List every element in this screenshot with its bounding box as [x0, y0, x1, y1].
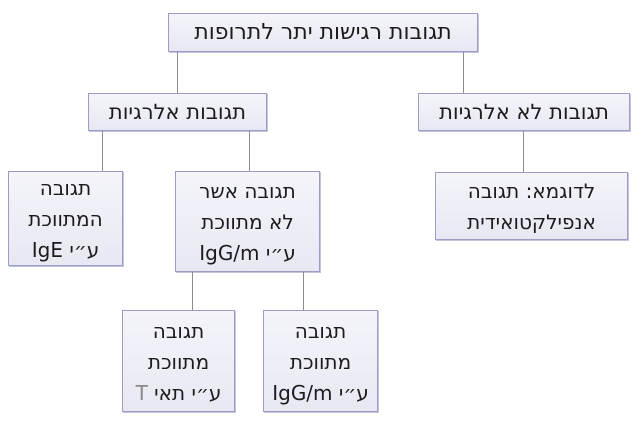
node-anaphylactoid-example: לדוגמא: תגובה אנפילקטואידית: [435, 172, 628, 240]
node-t-cell-line3-prefix: ע״י תאי: [154, 381, 222, 405]
node-t-cell-mediated-reaction: תגובה מתווכת ע״י תאי T: [122, 310, 235, 412]
node-ige-line1: תגובה: [39, 176, 92, 200]
node-t-cell-line3-t-letter: T: [135, 381, 148, 405]
node-anaphylactoid-line1: לדוגמא: תגובה: [467, 179, 596, 203]
connector-allergic-not-ig: [249, 131, 250, 171]
node-not-ig-line1: תגובה אשר: [199, 179, 296, 203]
connector-non-allergic-anaphylactoid: [523, 131, 524, 172]
node-non-allergic-label: תגובות לא אלרגיות: [439, 100, 609, 124]
node-allergic-label: תגובות אלרגיות: [108, 100, 247, 124]
node-root-label: תגובות רגישות יתר לתרופות: [194, 20, 452, 45]
node-allergic-reactions: תגובות אלרגיות: [88, 93, 267, 131]
node-igg-line1: תגובה: [294, 319, 347, 343]
connector-root-allergic: [177, 52, 178, 93]
node-igg-line2: מתווכת: [289, 350, 352, 374]
node-ige-mediated-reaction: תגובה המתווכת ע״י IgE: [8, 171, 123, 266]
node-t-cell-line3: ע״י תאי T: [123, 378, 234, 409]
node-ige-line3: ע״י IgE: [31, 238, 100, 262]
node-not-ig-mediated-reaction: תגובה אשר לא מתווכת ע״י IgG/m: [175, 171, 320, 272]
node-root-hypersensitivity: תגובות רגישות יתר לתרופות: [168, 13, 478, 52]
node-anaphylactoid-line2: אנפילקטואידית: [467, 210, 596, 234]
node-not-ig-line3: ע״י IgG/m: [199, 241, 296, 265]
node-non-allergic-reactions: תגובות לא אלרגיות: [418, 93, 630, 131]
connector-allergic-ige: [102, 131, 103, 171]
node-not-ig-line2: לא מתווכת: [201, 210, 294, 234]
node-igg-line3: ע״י IgG/m: [272, 381, 369, 405]
node-t-cell-line2: מתווכת: [147, 350, 210, 374]
node-t-cell-line1: תגובה: [152, 319, 205, 343]
connector-not-ig-igg: [303, 272, 304, 310]
node-igg-mediated-reaction: תגובה מתווכת ע״י IgG/m: [263, 310, 378, 412]
connector-not-ig-t-cell: [192, 272, 193, 310]
connector-root-non-allergic: [463, 52, 464, 93]
node-ige-line2: המתווכת: [28, 207, 103, 231]
